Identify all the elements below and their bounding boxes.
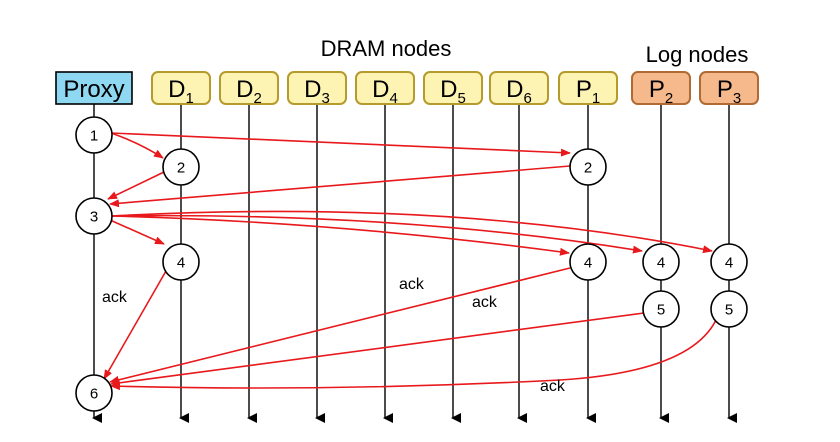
node-p2: P2	[631, 71, 691, 107]
step-circle	[710, 290, 748, 328]
step-p2-5: 5	[642, 290, 680, 328]
step-d1-4: 4	[162, 243, 200, 281]
arrow-p2-ack-to-6	[110, 312, 645, 387]
log-nodes-label: Log nodes	[646, 42, 749, 67]
step-circle	[75, 374, 113, 412]
step-proxy-1: 1	[75, 116, 113, 154]
node-label-p2: P2	[649, 76, 673, 107]
node-label-d4: D4	[372, 76, 398, 107]
step-p3-4: 4	[710, 243, 748, 281]
step-circle	[642, 243, 680, 281]
arrow-p1-to-3	[109, 165, 571, 208]
arrow-3-to-d1	[109, 219, 165, 245]
node-label-d2: D2	[236, 76, 262, 107]
node-box-d2	[219, 71, 279, 105]
step-number: 4	[657, 255, 665, 272]
step-number: 5	[725, 302, 733, 319]
node-box-p3	[699, 71, 759, 105]
node-p1: P1	[558, 71, 618, 107]
arrow-d1-to-3	[107, 171, 165, 200]
arrow-1-to-p1	[110, 132, 571, 157]
step-number: 6	[90, 386, 98, 403]
arrow-3-to-p2	[110, 214, 643, 254]
node-label-proxy: Proxy	[63, 76, 124, 103]
arrow-1-to-d1	[110, 132, 164, 159]
step-circle	[710, 243, 748, 281]
step-circle	[569, 148, 607, 186]
step-number: 3	[90, 209, 98, 226]
step-circles: 1 2 2 3 4 4 4 4 5 5 6	[75, 116, 748, 412]
node-d2: D2	[219, 71, 279, 107]
node-d6: D6	[489, 71, 549, 107]
step-proxy-6: 6	[75, 374, 113, 412]
node-box-d1	[151, 71, 211, 105]
node-label-d6: D6	[506, 76, 532, 107]
node-d3: D3	[287, 71, 347, 107]
step-d1-2: 2	[162, 148, 200, 186]
arrow-p3-ack-to-6	[110, 319, 717, 391]
arrow-d1-ack-to-6	[103, 270, 167, 380]
message-arrows	[103, 132, 717, 391]
node-box-d3	[287, 71, 347, 105]
ack-label: ack	[472, 294, 498, 311]
node-label-d5: D5	[440, 76, 466, 107]
step-number: 5	[657, 302, 665, 319]
ack-label: ack	[540, 378, 566, 395]
node-box-d6	[489, 71, 549, 105]
arrow-3-to-p3	[110, 210, 713, 254]
step-number: 2	[584, 160, 592, 177]
arrow-3-to-p1	[110, 215, 570, 256]
node-label-d3: D3	[304, 76, 330, 107]
step-p1-2: 2	[569, 148, 607, 186]
step-circle	[162, 148, 200, 186]
node-box-d5	[423, 71, 483, 105]
step-circle	[569, 243, 607, 281]
step-number: 1	[90, 128, 98, 145]
node-label-p3: P3	[717, 76, 741, 107]
step-number: 4	[725, 255, 733, 272]
node-label-p1: P1	[576, 76, 600, 107]
node-box-d4	[355, 71, 415, 105]
step-p2-4: 4	[642, 243, 680, 281]
node-box-p2	[631, 71, 691, 105]
step-circle	[162, 243, 200, 281]
step-proxy-3: 3	[75, 197, 113, 235]
step-circle	[75, 197, 113, 235]
step-number: 4	[584, 255, 592, 272]
node-box-proxy	[55, 71, 133, 105]
step-circle	[75, 116, 113, 154]
node-proxy: Proxy	[55, 71, 133, 105]
step-number: 4	[177, 255, 185, 272]
ack-label: ack	[102, 289, 128, 306]
node-d4: D4	[355, 71, 415, 107]
dram-nodes-label: DRAM nodes	[321, 36, 452, 61]
node-p3: P3	[699, 71, 759, 107]
step-number: 2	[177, 160, 185, 177]
step-p1-4: 4	[569, 243, 607, 281]
node-d5: D5	[423, 71, 483, 107]
node-box-p1	[558, 71, 618, 105]
arrow-p1-ack-to-6	[109, 267, 571, 384]
node-d1: D1	[151, 71, 211, 107]
node-headers: Proxy D1 D2 D3 D4 D5 D6 P1 P2 P3	[55, 71, 759, 107]
step-circle	[642, 290, 680, 328]
node-label-d1: D1	[168, 76, 194, 107]
step-p3-5: 5	[710, 290, 748, 328]
ack-label: ack	[399, 276, 425, 293]
